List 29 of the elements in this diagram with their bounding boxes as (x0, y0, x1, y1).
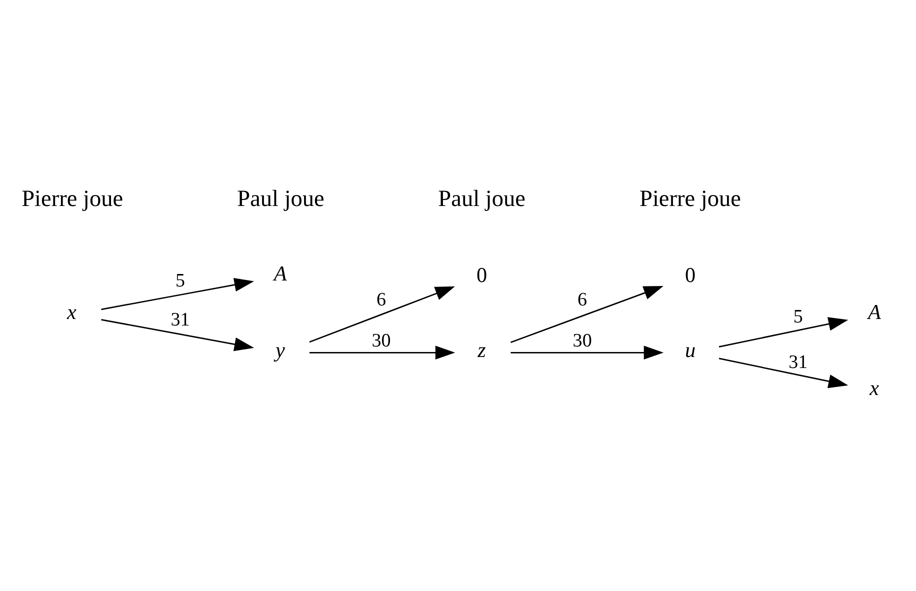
node-text: x (67, 300, 76, 324)
edge-label: 6 (578, 289, 588, 310)
arrow (101, 278, 254, 310)
label: Pierre joue (22, 186, 124, 212)
node-text: u (684, 338, 696, 362)
node-text: x (870, 376, 879, 400)
arrow (718, 317, 848, 348)
label: Pierre joue (640, 186, 741, 212)
arrow (101, 319, 254, 352)
label: Paul joue (438, 186, 526, 212)
arrow (309, 286, 455, 343)
arrow (510, 286, 664, 343)
edge-label: 5 (793, 306, 803, 328)
label: Paul joue (237, 186, 324, 212)
node-text: 0 (476, 262, 488, 287)
edge-label: 31 (788, 352, 808, 373)
edge-label: 30 (572, 330, 592, 352)
node-text: z (478, 338, 486, 362)
arrow (310, 346, 456, 360)
edge-label: 6 (376, 289, 386, 310)
node-text: y (275, 338, 285, 362)
edge-label: 5 (176, 270, 186, 292)
edge-label: 31 (170, 310, 190, 331)
edge-label: 30 (372, 330, 391, 352)
node-text: A (868, 300, 881, 324)
arrow (718, 358, 848, 388)
arrow (510, 346, 664, 360)
node-text: 0 (684, 262, 696, 287)
node-text: A (274, 262, 287, 286)
